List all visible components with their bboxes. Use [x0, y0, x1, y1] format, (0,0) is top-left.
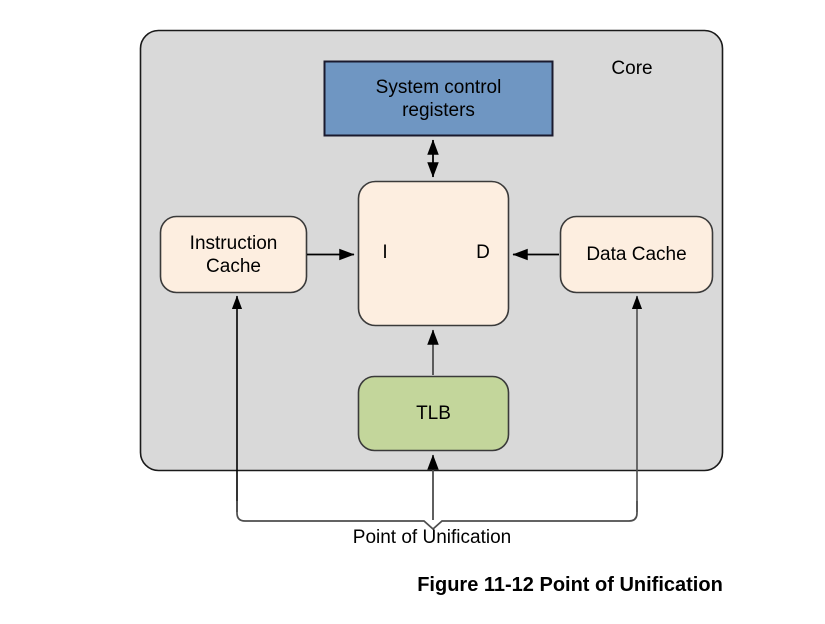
tlb-box[interactable] — [357, 375, 510, 452]
mmu-box[interactable] — [357, 180, 510, 327]
figure-caption: Figure 11-12 Point of Unification — [417, 574, 723, 596]
point-of-unification-brace — [236, 501, 638, 531]
data-cache-box[interactable] — [559, 215, 714, 294]
core-label: Core — [611, 58, 653, 79]
point-of-unification-label: Point of Unification — [352, 527, 512, 548]
system-control-registers-box[interactable] — [323, 60, 554, 137]
mmu-data-port-label: D — [476, 242, 490, 263]
instruction-cache-box[interactable] — [159, 215, 308, 294]
mmu-instruction-port-label: I — [382, 242, 388, 263]
